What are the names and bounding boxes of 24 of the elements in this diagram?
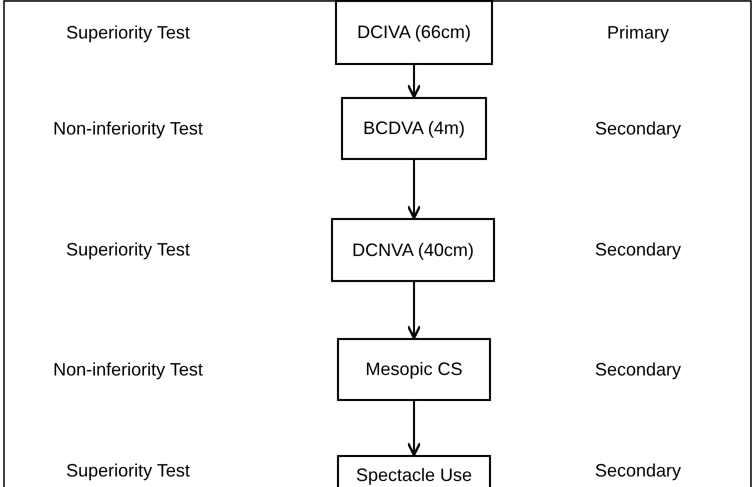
endpoint-label: Primary [607,22,669,44]
test-type-label: Superiority Test [66,460,190,482]
endpoint-label: Secondary [594,240,682,260]
arrow [406,65,422,98]
box-label: Mesopic CS [365,359,463,380]
endpoint-label: Secondary [594,360,682,380]
test-type-label: Non-inferiority Test [53,118,203,140]
arrow [406,401,422,456]
box-label: DCIVA (66cm) [357,22,471,43]
process-box [337,338,491,401]
box-label: DCNVA (40cm) [352,240,474,260]
arrow [406,160,422,220]
process-box [335,0,493,65]
box-label: BCDVA (4m) [363,118,465,139]
process-box [337,455,491,487]
box-label: Spectacle Use [356,464,472,486]
test-type-label: Non-inferiority Test [53,360,203,380]
arrow [406,282,422,340]
endpoint-label: Secondary [594,118,682,140]
test-type-label: Superiority Test [66,240,190,260]
test-type-label: Superiority Test [66,22,190,44]
endpoint-label: Secondary [594,460,682,482]
process-box [341,97,487,160]
process-box [331,218,495,282]
